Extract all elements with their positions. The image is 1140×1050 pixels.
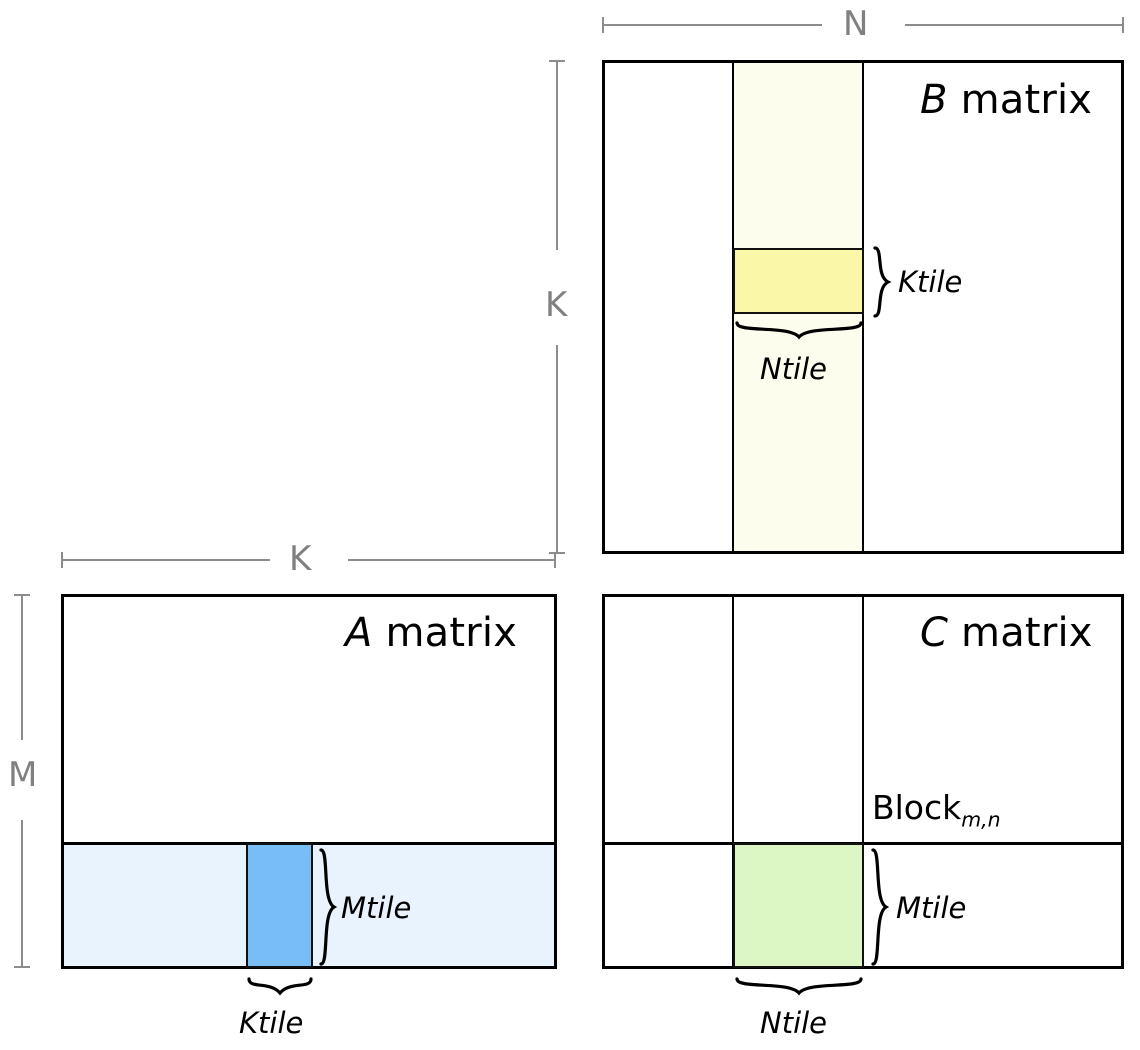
- c-matrix-block-label: Blockm,n: [872, 788, 1001, 832]
- k-horizontal-dimension-line-left: [61, 559, 270, 561]
- c-matrix-ntile-label: Ntile: [760, 1006, 828, 1040]
- a-matrix-mtile-label: Mtile: [341, 891, 412, 925]
- c-matrix-title-letter: C: [920, 610, 949, 656]
- a-matrix-title: A matrix: [345, 610, 517, 656]
- n-dimension-cap-right: [1122, 17, 1124, 33]
- k-horizontal-dimension-line-right: [348, 559, 556, 561]
- k-vertical-dimension-line-top: [556, 60, 558, 250]
- a-matrix-ktile-brace: [247, 977, 313, 996]
- k-vertical-dimension-cap-bottom: [549, 552, 565, 554]
- m-dimension-line-top: [21, 594, 23, 740]
- m-dimension-cap-bottom: [14, 966, 30, 968]
- k-vertical-dimension-label: K: [545, 285, 568, 325]
- m-dimension-line-bottom: [21, 820, 23, 968]
- c-matrix-column-divider-right: [862, 597, 864, 966]
- b-matrix-title-letter: B: [920, 77, 948, 123]
- c-matrix-mtile-brace: [871, 848, 890, 966]
- a-matrix-ktile-label: Ktile: [239, 1006, 304, 1040]
- b-matrix-ntile-brace: [735, 321, 863, 340]
- c-matrix-block-label-subscript: m,n: [961, 807, 1001, 832]
- b-matrix-title: B matrix: [920, 77, 1092, 123]
- a-matrix-title-word: matrix: [372, 610, 518, 656]
- b-matrix-highlight-tile: [733, 248, 864, 314]
- c-matrix-title: C matrix: [920, 610, 1093, 656]
- b-matrix-title-word: matrix: [947, 77, 1093, 123]
- c-matrix-highlight-tile: [733, 843, 864, 968]
- k-horizontal-dimension-cap-right: [554, 552, 556, 568]
- c-matrix-column-divider-left: [732, 597, 734, 966]
- k-vertical-dimension-line-bottom: [556, 345, 558, 554]
- b-matrix-ntile-label: Ntile: [760, 352, 828, 386]
- a-matrix-highlight-tile: [246, 843, 313, 968]
- a-matrix-title-letter: A: [345, 610, 373, 656]
- c-matrix-block-label-main: Block: [872, 788, 962, 827]
- n-dimension-line-right: [905, 24, 1124, 26]
- m-dimension-label: M: [8, 755, 38, 795]
- n-dimension-line-left: [602, 24, 822, 26]
- c-matrix-mtile-label: Mtile: [896, 891, 967, 925]
- a-matrix-mtile-brace: [319, 848, 338, 966]
- b-matrix-ktile-brace: [873, 246, 892, 318]
- n-dimension-label: N: [843, 4, 869, 44]
- c-matrix-title-word: matrix: [948, 610, 1093, 656]
- c-matrix-ntile-brace: [735, 977, 863, 996]
- k-horizontal-dimension-label: K: [289, 539, 312, 579]
- b-matrix-ktile-label: Ktile: [898, 265, 963, 299]
